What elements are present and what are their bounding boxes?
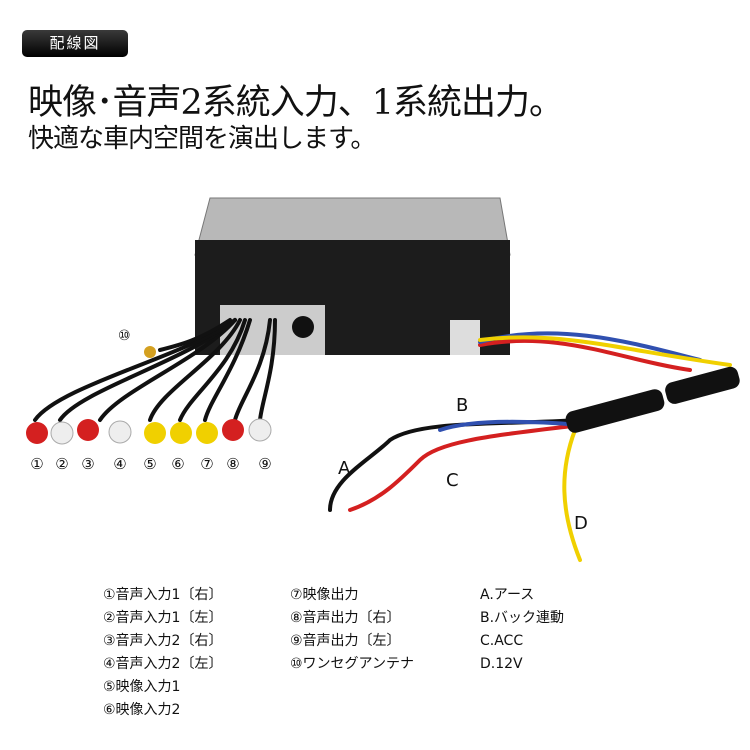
legend-item: ③音声入力2〔右〕 — [103, 633, 223, 649]
wire-label-b: B — [456, 395, 469, 416]
connector-number: ⑤ — [143, 455, 157, 473]
legend-item: ⑩ワンセグアンテナ — [290, 656, 414, 672]
connector-number: ③ — [81, 455, 95, 473]
connector-number: ⑥ — [171, 455, 185, 473]
antenna-number: ⑩ — [118, 328, 131, 344]
rca-6 — [170, 422, 192, 444]
legend-item: C.ACC — [480, 633, 524, 649]
legend-item: ⑦映像出力 — [290, 587, 359, 603]
page-title: 映像･音声2系統入力、1系統出力。 — [28, 83, 564, 123]
connector-number: ② — [55, 455, 69, 473]
connector-number: ⑨ — [258, 455, 272, 473]
rca-8 — [222, 419, 244, 441]
legend-item: D.12V — [480, 656, 523, 672]
inline-fuse — [565, 389, 665, 433]
legend-column-wires: A.アース B.バック連動 C.ACC D.12V — [480, 584, 564, 676]
legend-column-outputs: ⑦映像出力 ⑧音声出力〔右〕 ⑨音声出力〔左〕 ⑩ワンセグアンテナ — [290, 584, 414, 676]
rca-4 — [108, 420, 132, 444]
wire-label-a: A — [338, 458, 351, 479]
rca-2 — [50, 421, 74, 445]
connector-number: ⑦ — [200, 455, 214, 473]
rca-connectors — [26, 418, 272, 445]
legend-item: ④音声入力2〔左〕 — [103, 656, 223, 672]
legend-column-connectors: ①音声入力1〔右〕 ②音声入力1〔左〕 ③音声入力2〔右〕 ④音声入力2〔左〕 … — [103, 584, 222, 722]
legend-item: ⑥映像入力2 — [103, 702, 181, 718]
page-subtitle: 快適な車内空間を演出します。 — [28, 124, 376, 154]
connector-number: ⑧ — [226, 455, 240, 473]
legend-item: ①音声入力1〔右〕 — [103, 587, 223, 603]
section-badge: 配線図 — [22, 30, 128, 57]
legend-item: ⑤映像入力1 — [103, 679, 181, 695]
legend-item: ⑨音声出力〔左〕 — [290, 633, 401, 649]
wire-label-d: D — [574, 513, 588, 534]
legend-item: A.アース — [480, 587, 535, 603]
product-wiring-photo — [26, 197, 740, 562]
legend-item: ⑧音声出力〔右〕 — [290, 610, 401, 626]
antenna-connector — [144, 346, 156, 358]
inline-fuse — [665, 366, 740, 404]
rca-3 — [77, 419, 99, 441]
rca-5 — [144, 422, 166, 444]
wire-label-c: C — [446, 470, 459, 491]
rca-9 — [248, 418, 272, 442]
rca-1 — [26, 422, 48, 444]
rca-7 — [196, 422, 218, 444]
connector-number: ① — [30, 455, 44, 473]
connector-number: ④ — [113, 455, 127, 473]
legend-item: B.バック連動 — [480, 610, 565, 626]
legend-item: ②音声入力1〔左〕 — [103, 610, 223, 626]
